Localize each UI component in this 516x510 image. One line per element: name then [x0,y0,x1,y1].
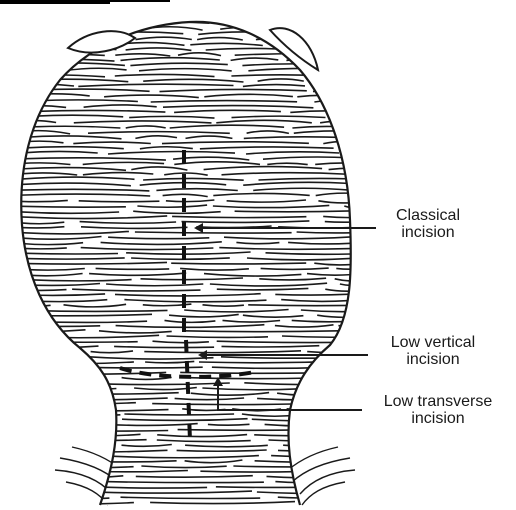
label-classical-text: Classical incision [396,207,460,241]
hatch-stroke [354,64,370,66]
hatch-stroke [10,326,100,327]
hatch-stroke [10,481,100,483]
hatch-stroke [313,89,370,91]
hatch-stroke [10,502,134,504]
label-low-transverse-incision: Low transverse incision [360,393,516,427]
hatch-stroke [10,424,93,426]
hatch-stroke [10,22,109,24]
label-low-vertical-incision: Low vertical incision [368,334,498,368]
hatch-stroke [345,435,370,437]
hatch-stroke [10,352,83,353]
hatch-stroke [10,33,70,34]
hatch-stroke [319,85,370,87]
hatch-stroke [10,367,66,368]
hatch-stroke [10,471,65,473]
hatch-stroke [10,461,64,462]
hatch-stroke [10,346,99,348]
hatch-stroke [10,476,123,479]
hatch-stroke [325,372,370,374]
hatch-stroke [329,168,370,170]
hatch-stroke [200,471,310,472]
hatch-stroke [10,435,58,436]
hatch-stroke [10,362,134,364]
hatch-stroke [331,115,370,117]
hatch-stroke [248,305,370,306]
label-low-transverse-text: Low transverse incision [384,393,493,427]
hatch-stroke [10,59,115,61]
hatch-stroke [83,367,203,368]
hatch-stroke [69,434,140,436]
hatch-stroke [290,111,370,113]
hatch-stroke [348,466,370,467]
hatch-stroke [10,27,131,30]
hatch-stroke [10,497,109,499]
hatch-stroke [283,444,340,446]
hatch-stroke [10,456,91,457]
hatch-stroke [353,300,370,302]
hatch-stroke [309,502,370,504]
hatch-stroke [348,147,370,149]
hatch-stroke [171,263,306,264]
hatch-stroke [10,440,147,441]
hatch-stroke [77,414,121,415]
hatch-stroke [10,418,109,420]
hatch-stroke [350,445,370,447]
hatch-stroke [320,121,370,123]
hatch-stroke [10,398,168,400]
hatch-stroke [10,357,74,359]
hatch-stroke [10,382,64,384]
hatch-stroke [10,486,87,488]
hatch-stroke [352,74,370,77]
hatch-stroke [10,491,81,493]
hatch-stroke [335,346,370,348]
hatch-stroke [10,378,105,380]
hatch-stroke [356,136,370,139]
hatch-stroke [10,330,86,332]
hatch-stroke [10,75,105,77]
hatch-stroke [275,482,332,483]
hatch-stroke [244,383,362,385]
hatch-stroke [10,69,59,71]
hatch-stroke [208,424,250,425]
hatch-stroke [350,357,371,358]
label-classical-incision: Classical incision [378,207,478,241]
hatch-stroke [356,330,370,332]
hatch-stroke [368,69,370,72]
hatch-stroke [338,367,370,368]
hatch-stroke [96,268,170,269]
hatch-stroke [338,326,370,327]
hatch-stroke [256,37,370,39]
hatch-stroke [357,94,370,96]
hatch-stroke [226,22,337,24]
hatch-stroke [184,331,340,332]
hatch-stroke [297,33,366,34]
hatch-stroke [315,403,362,405]
label-low-vertical-text: Low vertical incision [391,334,475,368]
hatch-stroke [10,403,136,405]
hatch-stroke [10,414,72,415]
hatch-stroke [10,106,66,108]
hatch-stroke [322,79,370,82]
hatch-stroke [327,105,370,107]
hatch-stroke [252,419,370,421]
hatch-stroke [354,152,370,154]
hatch-stroke [351,21,370,24]
hatch-stroke [278,497,366,498]
hatch-stroke [281,27,370,29]
hatch-stroke [338,430,370,432]
hatch-stroke [318,377,370,380]
hatch-stroke [178,429,330,430]
hatch-stroke [10,445,109,447]
hatch-stroke [10,388,116,390]
hatch-stroke [267,476,371,478]
hatch-stroke [10,393,53,395]
hatch-stroke [307,351,361,352]
hatch-stroke [334,388,370,390]
hatch-stroke [255,461,370,463]
hatch-stroke [271,456,370,457]
hatch-stroke [314,100,370,102]
